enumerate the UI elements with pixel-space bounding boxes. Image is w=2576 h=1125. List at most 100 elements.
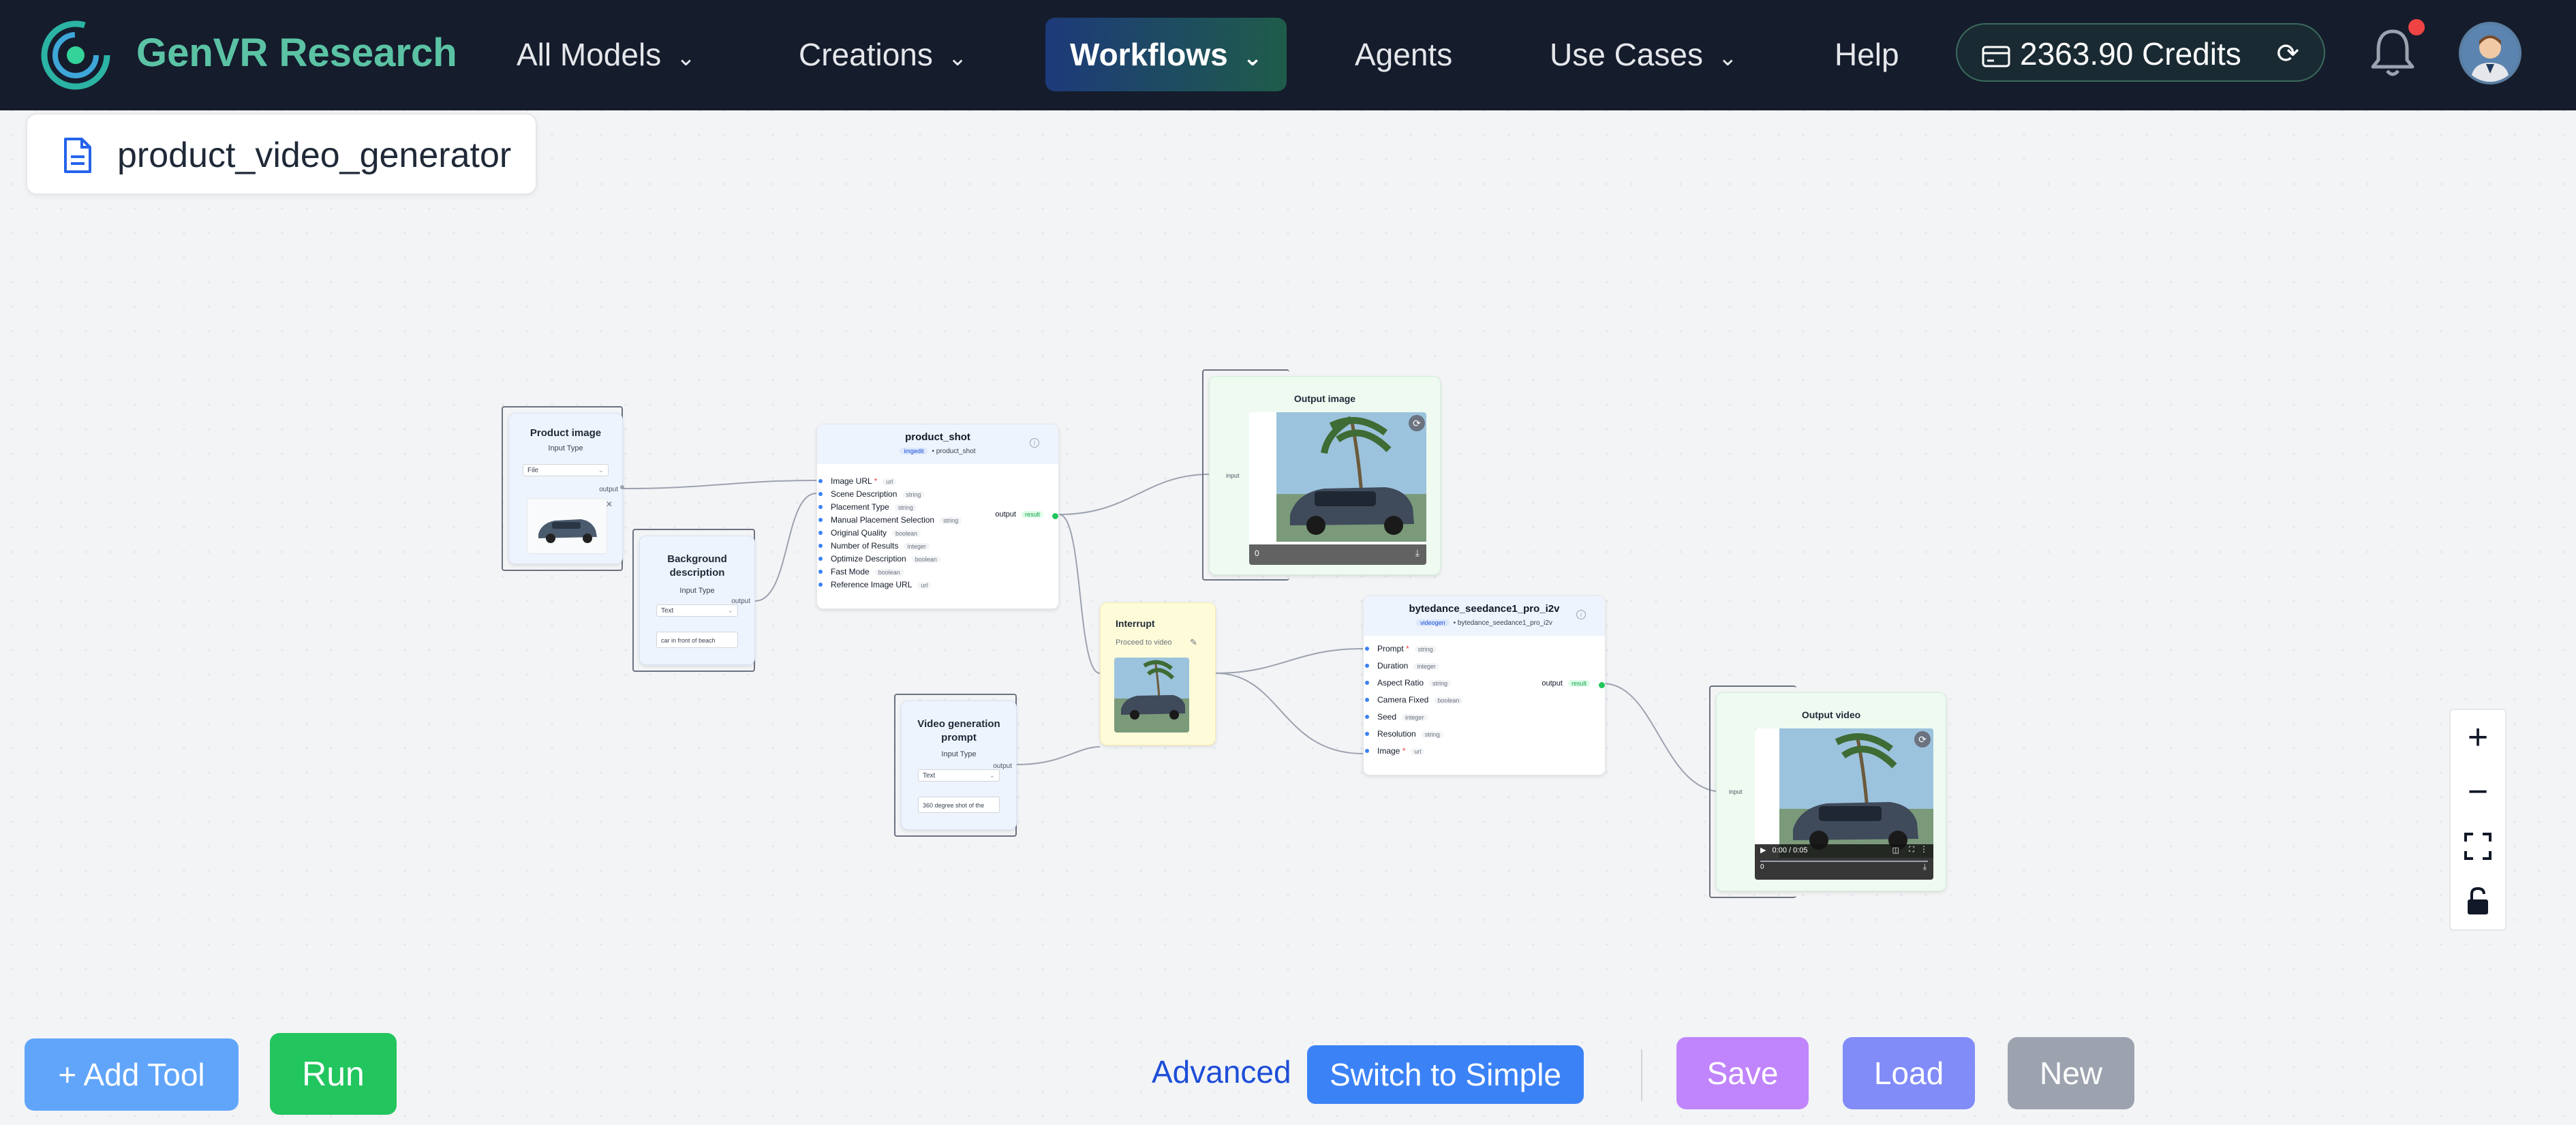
fit-view-icon[interactable] xyxy=(2451,819,2505,874)
nav-use-cases[interactable]: Use Cases⌄ xyxy=(1525,18,1762,91)
refresh-icon[interactable]: ⟳ xyxy=(2276,39,2299,69)
category-badge: videogen xyxy=(1416,619,1450,626)
nav-creations[interactable]: Creations⌄ xyxy=(774,18,992,91)
param-prompt[interactable]: Prompt *string xyxy=(1365,644,1437,653)
edit-icon[interactable]: ✎ xyxy=(1190,637,1197,647)
volume-icon[interactable]: ◫ xyxy=(1892,846,1899,854)
info-icon[interactable]: i xyxy=(1576,610,1586,619)
node-selection-frame xyxy=(1202,369,1289,581)
switch-to-simple-button[interactable]: Switch to Simple xyxy=(1307,1045,1584,1104)
result-badge: result xyxy=(1021,511,1043,518)
param-name: Reference Image URL xyxy=(831,580,913,589)
output-port-label: output xyxy=(1542,679,1563,688)
param-name: Image xyxy=(1377,746,1400,756)
nav-label: All Models xyxy=(517,37,662,72)
node-bytedance-seedance[interactable]: bytedance_seedance1_pro_i2v videogen• by… xyxy=(1363,596,1606,775)
input-type-select[interactable]: Text⌄ xyxy=(918,769,1000,782)
interrupt-image-preview[interactable] xyxy=(1114,658,1189,733)
lock-icon[interactable] xyxy=(2451,874,2505,928)
edge-product-image-to-product-shot xyxy=(622,480,817,489)
output-port-handle[interactable] xyxy=(620,485,624,489)
nav-agents[interactable]: Agents xyxy=(1330,18,1477,91)
brand-name[interactable]: GenVR Research xyxy=(136,31,457,75)
run-button[interactable]: Run xyxy=(270,1033,397,1115)
download-icon[interactable]: ⤓ xyxy=(1415,547,1420,558)
workflow-file-tab[interactable]: product_video_generator xyxy=(26,113,537,195)
node-output-image[interactable]: Output image input 0 ⤓ ⟳ xyxy=(1209,376,1441,575)
param-image-url[interactable]: Image URL *url xyxy=(818,476,897,486)
fullscreen-icon[interactable]: ⛶ xyxy=(1909,846,1914,854)
nav-workflows[interactable]: Workflows⌄ xyxy=(1045,18,1287,91)
nav-label: Use Cases xyxy=(1550,37,1703,72)
video-progress-bar[interactable] xyxy=(1760,861,1928,862)
output-port-handle[interactable] xyxy=(1599,682,1605,688)
info-icon[interactable]: i xyxy=(1030,438,1039,448)
input-type-label: Input Type xyxy=(679,587,715,595)
nav-label: Agents xyxy=(1355,37,1453,72)
lock-glyph xyxy=(2468,887,2488,914)
plus-icon[interactable]: + xyxy=(2467,718,2489,757)
new-button[interactable]: New xyxy=(2008,1037,2134,1109)
node-title: Product image xyxy=(530,427,602,439)
input-type-select[interactable]: Text⌄ xyxy=(656,604,738,617)
node-product-image[interactable]: Product image Input Type File⌄ output ✕ xyxy=(508,413,623,564)
node-video-generation-prompt[interactable]: Video generation prompt Input Type outpu… xyxy=(901,700,1017,830)
input-type-value: File xyxy=(527,467,539,474)
node-selection-frame xyxy=(1709,685,1796,898)
node-subtitle: videogen• bytedance_seedance1_pro_i2v xyxy=(1364,619,1605,627)
input-port-handle xyxy=(1365,749,1369,753)
input-port-handle xyxy=(1365,647,1369,651)
load-button[interactable]: Load xyxy=(1843,1037,1975,1109)
add-tool-button[interactable]: + Add Tool xyxy=(25,1038,239,1111)
credit-card-icon xyxy=(1982,46,2010,67)
close-icon[interactable]: ✕ xyxy=(605,499,613,509)
genvr-logo-icon[interactable] xyxy=(40,19,112,91)
output-port-handle[interactable] xyxy=(1052,513,1058,519)
bell-icon[interactable] xyxy=(2369,26,2417,80)
refresh-icon[interactable]: ⟳ xyxy=(1409,415,1425,431)
node-output-video[interactable]: Output video input ▶ 0:00 / 0:05 ◫ ⛶ ⋮ 0… xyxy=(1716,692,1946,891)
nav-help[interactable]: Help xyxy=(1810,18,1924,91)
output-video-player[interactable]: ▶ 0:00 / 0:05 ◫ ⛶ ⋮ 0 ⤓ xyxy=(1755,728,1933,880)
more-options-icon[interactable]: ⋮ xyxy=(1920,844,1928,854)
save-button[interactable]: Save xyxy=(1676,1037,1809,1109)
document-icon xyxy=(64,138,91,173)
avatar[interactable] xyxy=(2459,22,2521,84)
minus-icon[interactable]: − xyxy=(2467,772,2489,812)
output-image-preview[interactable]: 0 ⤓ xyxy=(1249,412,1426,565)
download-icon[interactable]: ⤓ xyxy=(1922,862,1927,872)
input-type-select[interactable]: File⌄ xyxy=(523,464,609,476)
nav-all-models[interactable]: All Models ⌄ xyxy=(492,18,720,91)
video-counter: 0 xyxy=(1760,863,1764,871)
uploaded-image-preview[interactable] xyxy=(527,498,607,554)
node-background-description[interactable]: Background description Input Type output… xyxy=(639,536,755,665)
play-icon[interactable]: ▶ xyxy=(1760,846,1766,854)
text-input[interactable]: car in front of beach xyxy=(656,632,738,648)
input-port-handle xyxy=(818,479,823,483)
credits-badge[interactable]: 2363.90 Credits ⟳ xyxy=(1956,23,2325,82)
param-image[interactable]: Image *url xyxy=(1365,746,1425,756)
param-name: Manual Placement Selection xyxy=(831,515,935,525)
text-input[interactable]: 360 degree shot of the xyxy=(918,797,1000,813)
node-product-shot[interactable]: product_shot imgedit• product_shot i Ima… xyxy=(816,424,1059,609)
chevron-down-icon: ⌄ xyxy=(676,45,696,71)
input-type-value: Text xyxy=(661,607,674,615)
refresh-icon[interactable]: ⟳ xyxy=(1914,731,1931,748)
required-marker: * xyxy=(874,476,878,486)
node-interrupt[interactable]: Interrupt Proceed to video ✎ xyxy=(1100,602,1216,745)
